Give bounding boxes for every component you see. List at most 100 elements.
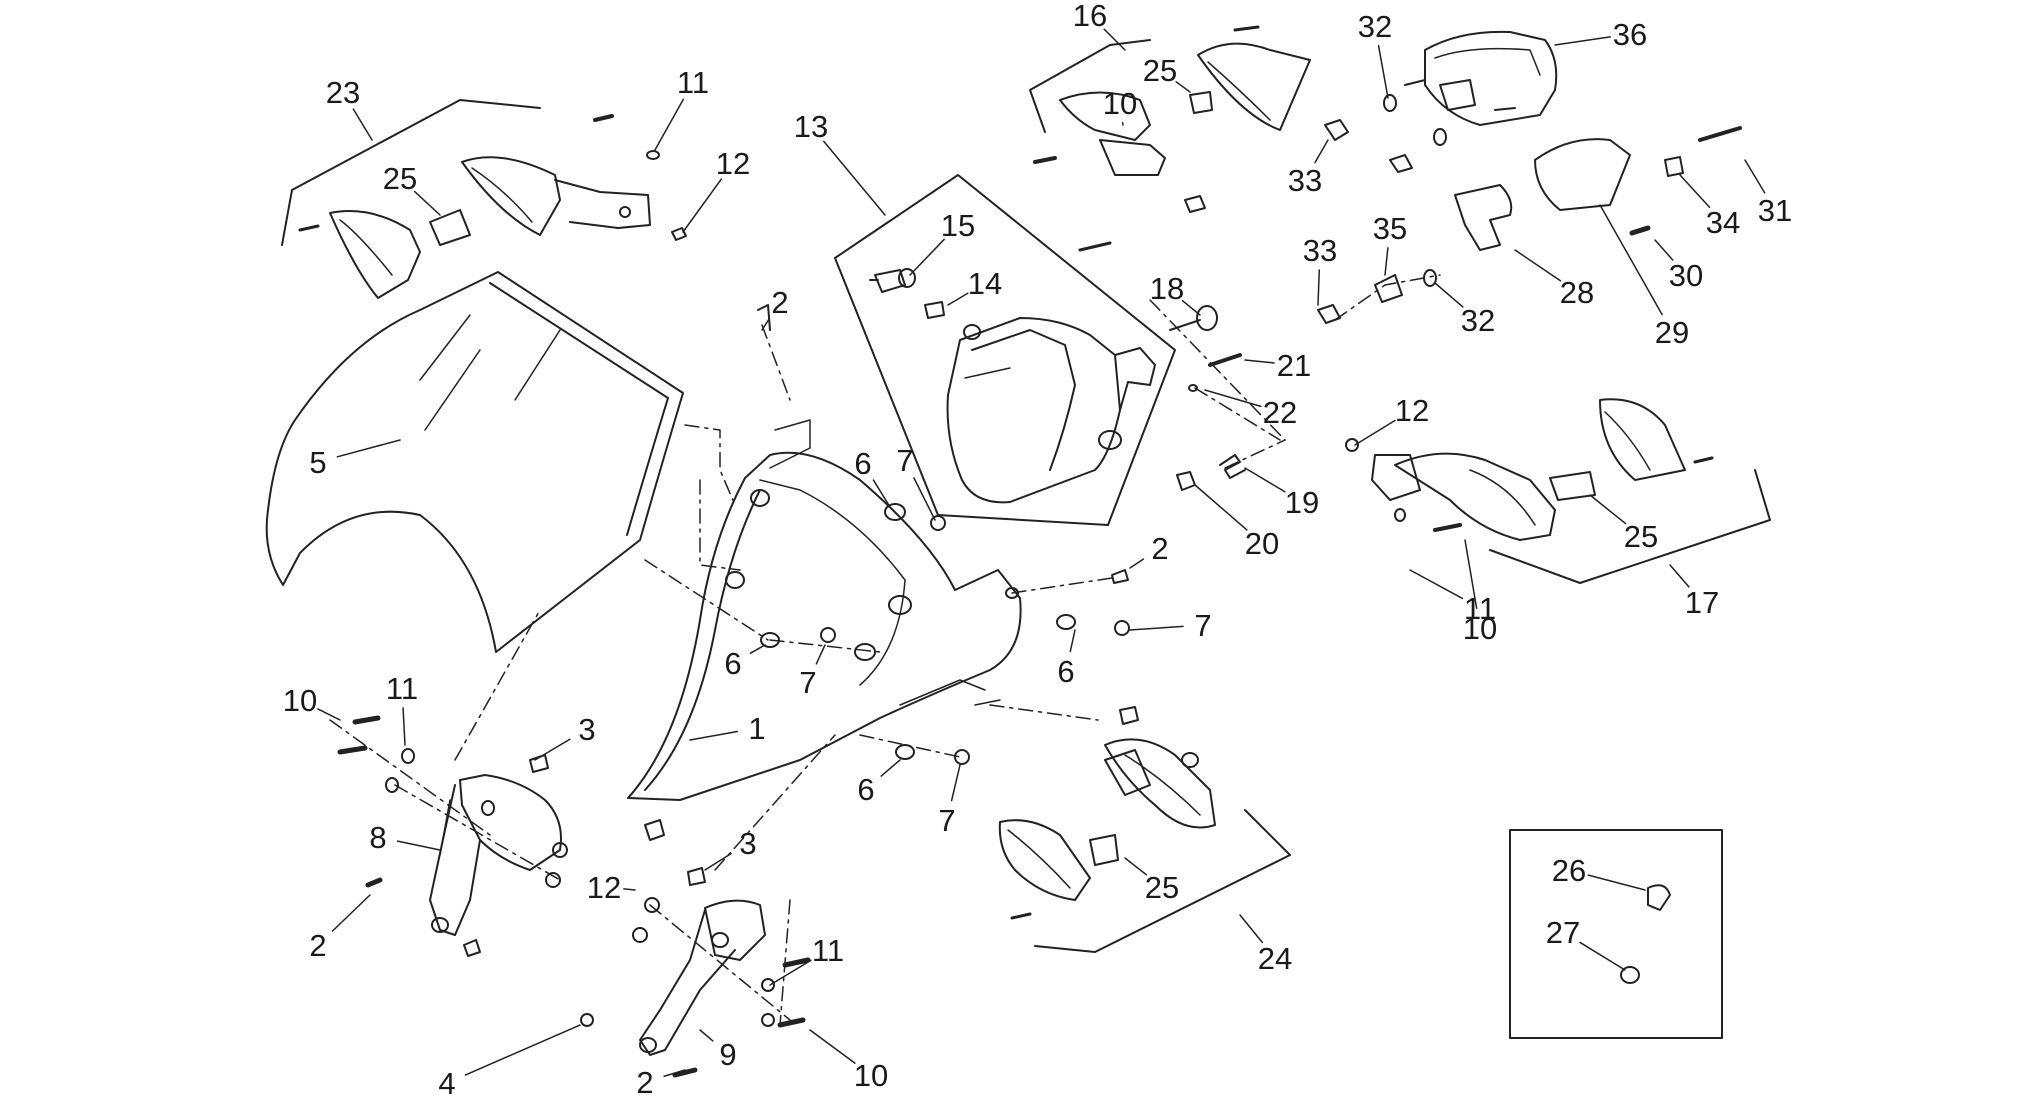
callout-leader-31: [1745, 160, 1765, 193]
callout-label-30: 30: [1669, 258, 1703, 293]
callout-leader-21: [1245, 360, 1274, 363]
callout-leader-33: [1315, 140, 1328, 163]
callout-label-22: 22: [1263, 395, 1297, 430]
group-frame-13: [835, 175, 1175, 525]
callout-leader-17: [1670, 565, 1689, 587]
callout-label-26: 26: [1552, 853, 1586, 888]
callout-leader-6: [1070, 630, 1075, 651]
headlight-part: [948, 318, 1155, 502]
callout-leader-11: [403, 708, 405, 745]
callout-leader-28: [1515, 250, 1560, 281]
callout-label-11: 11: [812, 933, 844, 968]
callout-label-2: 2: [771, 285, 788, 320]
callout-label-28: 28: [1560, 275, 1594, 310]
nut-33-lower-part: [1318, 305, 1340, 323]
windshield-part: [267, 272, 683, 652]
callout-leader-29: [1600, 205, 1662, 315]
adjuster-knob-part: [1197, 306, 1217, 330]
callout-label-20: 20: [1245, 526, 1279, 561]
callout-label-32: 32: [1461, 303, 1495, 338]
callout-label-34: 34: [1706, 205, 1740, 240]
callout-label-25: 25: [1143, 53, 1177, 88]
callout-leader-18: [1182, 301, 1200, 315]
callout-leader-5: [337, 440, 400, 457]
callout-label-21: 21: [1277, 348, 1311, 383]
callout-leader-4: [465, 1025, 580, 1075]
callout-label-6: 6: [1057, 654, 1074, 689]
callout-leader-2: [1130, 559, 1143, 568]
callout-leader-1: [690, 732, 737, 740]
callout-leader-7: [952, 765, 960, 801]
license-lamp-part: [1535, 139, 1630, 210]
callout-label-6: 6: [857, 772, 874, 807]
callout-label-18: 18: [1150, 271, 1184, 306]
callout-label-14: 14: [968, 266, 1002, 301]
callout-label-3: 3: [739, 826, 756, 861]
group-box-26-27: [1510, 830, 1722, 1038]
callout-leader-22: [1205, 390, 1261, 406]
callout-label-25: 25: [383, 161, 417, 196]
clip-20-part: [1177, 472, 1195, 490]
callout-label-29: 29: [1655, 315, 1689, 350]
callout-leader-7: [816, 645, 825, 664]
tail-light-part: [1405, 32, 1556, 125]
callout-leader-6: [881, 760, 900, 776]
callout-label-12: 12: [587, 870, 621, 905]
callout-label-10: 10: [854, 1058, 888, 1093]
callout-label-27: 27: [1546, 915, 1580, 950]
callout-leader-10: [318, 709, 340, 720]
callout-leader-25: [1176, 82, 1190, 92]
callout-leader-2: [762, 319, 769, 330]
callout-leader-11: [1410, 570, 1462, 598]
callout-label-6: 6: [854, 446, 871, 481]
callout-label-7: 7: [1194, 608, 1211, 643]
callout-leader-19: [1245, 468, 1285, 492]
callout-leader-36: [1555, 37, 1610, 45]
callout-label-2: 2: [636, 1065, 653, 1100]
callout-leader-7: [1130, 626, 1183, 630]
bracket-28-part: [1455, 185, 1511, 250]
callout-label-32: 32: [1358, 9, 1392, 44]
callout-label-12: 12: [1395, 393, 1429, 428]
callout-label-3: 3: [578, 712, 595, 747]
small-bulb-part: [925, 302, 944, 318]
callout-leader-12: [1355, 420, 1395, 445]
callout-label-7: 7: [896, 443, 913, 478]
callout-label-12: 12: [716, 146, 750, 181]
callout-label-13: 13: [794, 109, 828, 144]
callout-leader-25: [415, 192, 440, 215]
callout-label-33: 33: [1303, 233, 1337, 268]
nut-33-top-part: [1325, 120, 1348, 140]
callout-label-16: 16: [1073, 0, 1107, 33]
callout-label-25: 25: [1624, 519, 1658, 554]
callout-label-2: 2: [309, 928, 326, 963]
indicator-left-upper-part: [300, 116, 686, 298]
callout-label-1: 1: [748, 711, 765, 746]
callout-label-7: 7: [938, 803, 955, 838]
callout-label-31: 31: [1758, 193, 1792, 228]
callout-label-35: 35: [1373, 211, 1407, 246]
callout-leader-12: [624, 889, 635, 890]
callout-leader-20: [1195, 485, 1247, 530]
callout-leader-25: [1590, 495, 1625, 523]
callout-label-10: 10: [283, 683, 317, 718]
callout-leader-27: [1580, 942, 1625, 970]
callout-leader-25: [1125, 858, 1146, 875]
callout-label-11: 11: [1464, 591, 1496, 626]
callout-label-19: 19: [1285, 485, 1319, 520]
callout-leader-34: [1680, 175, 1709, 207]
callout-leader-35: [1385, 248, 1388, 275]
callout-leader-13: [824, 141, 885, 215]
callout-label-17: 17: [1685, 585, 1719, 620]
callout-leader-9: [700, 1030, 713, 1041]
indicator-lower-part: [1000, 707, 1215, 918]
headlight-bulb-part: [870, 269, 915, 292]
callout-label-24: 24: [1258, 941, 1292, 976]
callout-leader-3: [535, 739, 570, 760]
callout-label-11: 11: [386, 671, 418, 706]
callout-leader-32: [1435, 283, 1463, 307]
callout-leader-10: [810, 1030, 855, 1063]
callout-leader-8: [398, 841, 440, 850]
screw-31-part: [1700, 128, 1740, 140]
callout-label-5: 5: [309, 445, 326, 480]
